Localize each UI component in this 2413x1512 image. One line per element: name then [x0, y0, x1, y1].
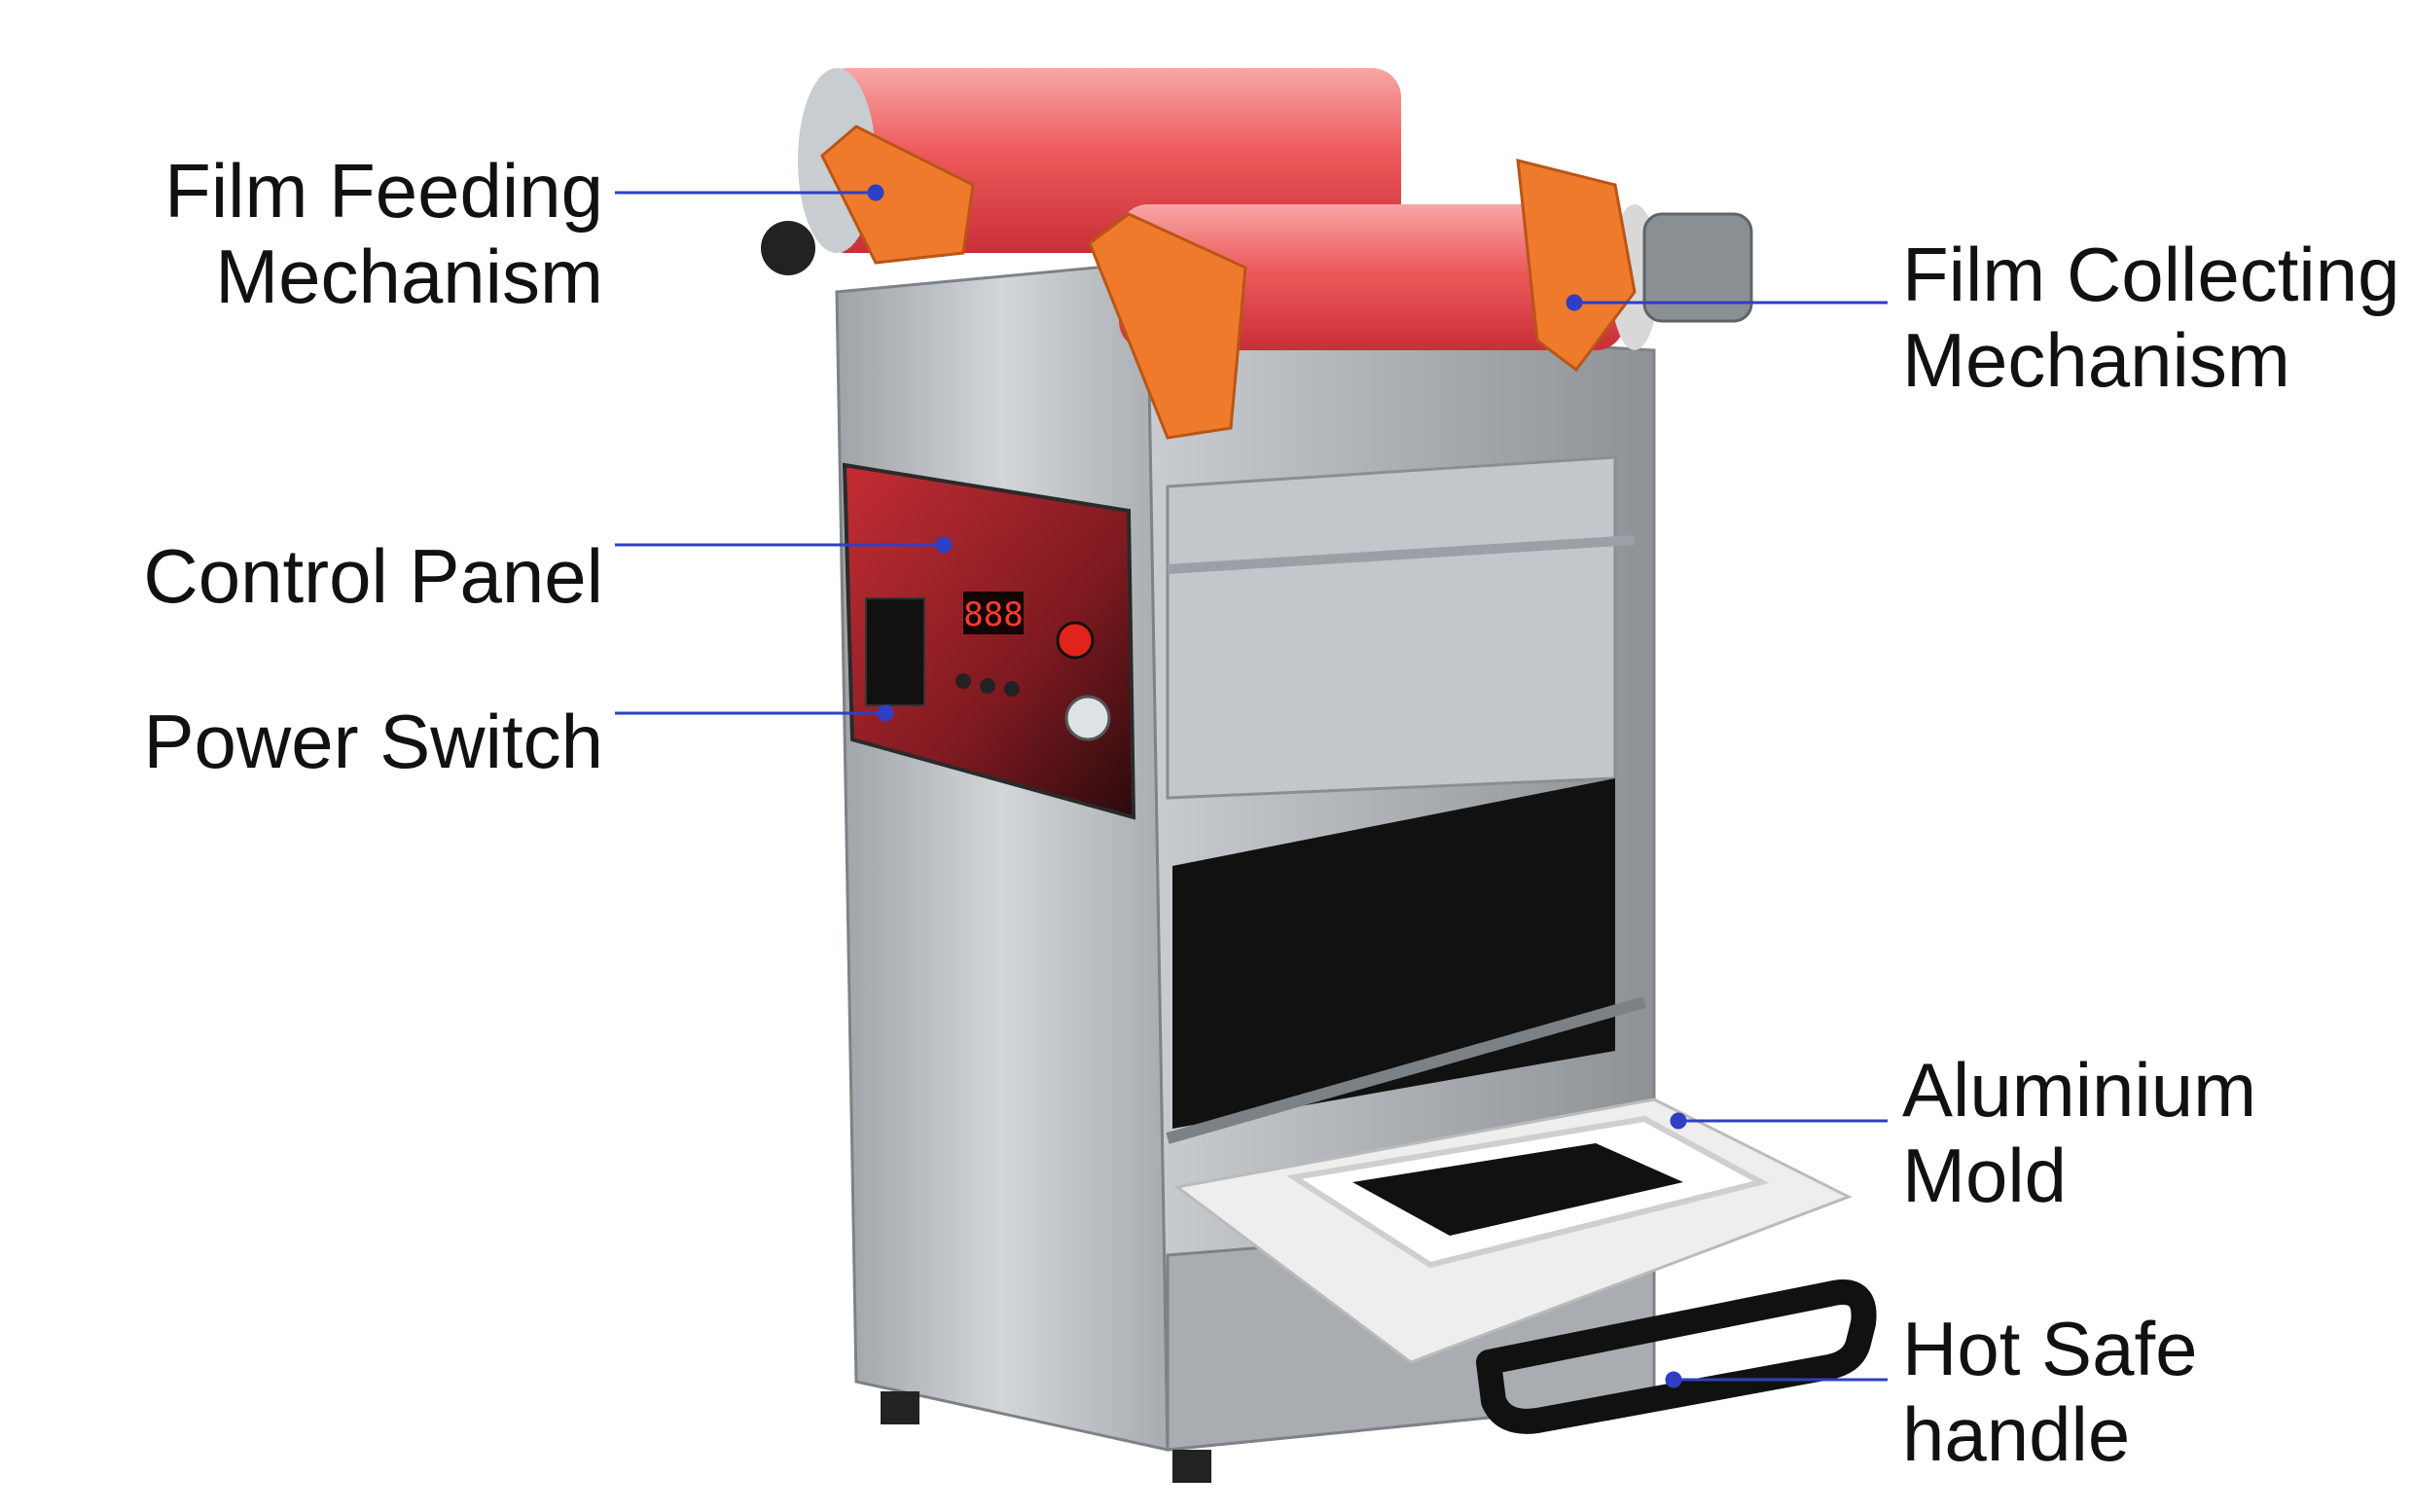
display-bg [963, 592, 1024, 634]
start-button [1064, 695, 1111, 741]
left-side-panel [835, 261, 1170, 1452]
collect-bracket [1088, 212, 1247, 440]
label-hot-safe-handle: Hot Safe handle [1902, 1306, 2198, 1477]
label-aluminium-mold: Aluminium Mold [1902, 1047, 2257, 1218]
label-film-feeding: Film Feeding Mechanism [164, 148, 603, 319]
display-digits: 888 [963, 595, 1023, 634]
mold-cavity [1352, 1143, 1683, 1236]
collect-roll [1119, 204, 1625, 350]
leader-lines [615, 184, 1888, 1388]
knurled-knob [1642, 212, 1753, 323]
side-knob [761, 221, 815, 275]
red-button [1056, 621, 1095, 660]
control-panel-plate [842, 462, 1136, 820]
label-power-switch: Power Switch [143, 699, 604, 784]
feed-bracket [820, 125, 975, 265]
handle [1476, 1279, 1877, 1434]
label-film-collecting: Film Collecting Mechanism [1902, 232, 2400, 403]
label-control-panel: Control Panel [143, 533, 603, 619]
collect-bracket-right [1516, 159, 1637, 373]
upper-chamber [1166, 455, 1617, 800]
power-socket [865, 597, 925, 706]
